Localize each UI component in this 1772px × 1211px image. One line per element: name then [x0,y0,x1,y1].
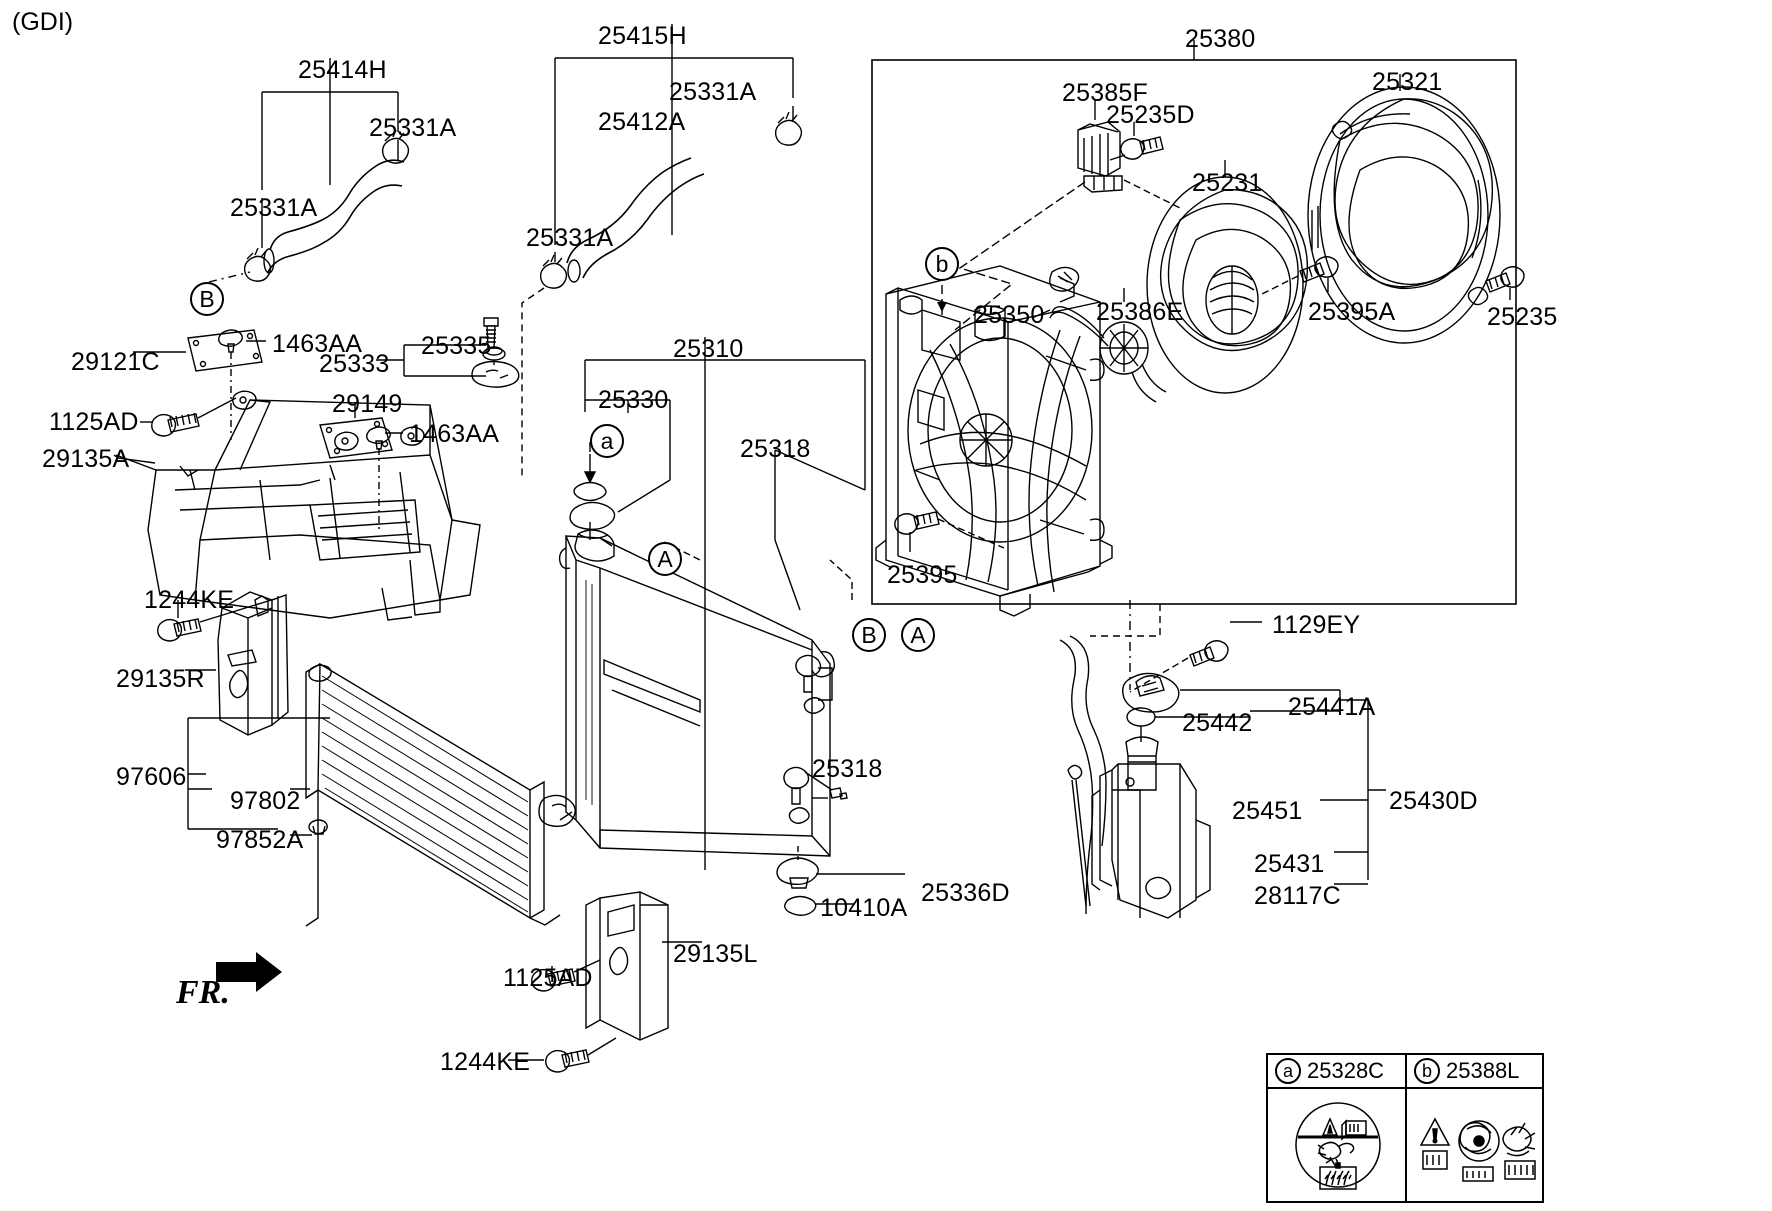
part-callout-97606: 97606 [116,763,187,791]
part-callout-1125AD: 1125AD [503,964,593,992]
part-callout-25331A: 25331A [669,78,757,106]
reference-bubble-a: a [590,424,624,458]
part-callout-25331A: 25331A [230,194,318,222]
part-callout-25331A: 25331A [526,224,614,252]
part-callout-25386E: 25386E [1096,298,1184,326]
part-callout-25231: 25231 [1192,169,1263,197]
reference-bubble-A: A [901,618,935,652]
legend-column-b: b 25388L [1407,1055,1544,1201]
part-callout-25235: 25235 [1487,303,1558,331]
part-callout-1125AD: 1125AD [49,408,139,436]
engine-variant-label: (GDI) [12,8,74,36]
part-callout-25331A: 25331A [369,114,457,142]
legend-column-a: a 25328C [1268,1055,1407,1201]
part-callout-25318: 25318 [740,435,811,463]
part-callout-29135A: 29135A [42,445,130,473]
legend-bubble-a: a [1275,1058,1301,1084]
part-callout-1244KE: 1244KE [144,586,235,614]
part-callout-25415H: 25415H [598,22,687,50]
reference-bubble-B: B [852,618,886,652]
part-callout-28117C: 28117C [1254,882,1341,910]
part-callout-29121C: 29121C [71,348,160,376]
legend-box: a 25328C [1266,1053,1544,1203]
part-callout-29135R: 29135R [116,665,205,693]
front-direction-label: FR. [176,974,230,1011]
part-callout-97852A: 97852A [216,826,304,854]
part-callout-25441A: 25441A [1288,693,1376,721]
reference-bubble-b: b [925,247,959,281]
part-callout-25336D: 25336D [921,879,1010,907]
part-callout-25318: 25318 [812,755,883,783]
part-callout-25330: 25330 [598,386,669,414]
part-callout-25335: 25335 [421,332,492,360]
part-callout-97802: 97802 [230,787,301,815]
part-callout-25321: 25321 [1372,68,1443,96]
reference-bubble-B: B [190,282,224,316]
part-callout-1463AA: 1463AA [409,420,500,448]
fan-warning-label-icon [1407,1089,1544,1201]
coolant-warning-label-icon [1268,1089,1405,1201]
part-callout-25430D: 25430D [1389,787,1478,815]
part-callout-10410A: 10410A [820,894,908,922]
part-callout-1244KE: 1244KE [440,1048,531,1076]
part-callout-1129EY: 1129EY [1272,611,1361,639]
part-callout-25442: 25442 [1182,709,1253,737]
part-callout-25385F: 25385F [1062,79,1148,107]
part-callout-25333: 25333 [319,350,390,378]
reference-bubble-A: A [648,542,682,576]
legend-header-b: b 25388L [1407,1055,1544,1089]
part-callout-29149: 29149 [332,390,403,418]
part-callout-29135L: 29135L [673,940,758,968]
legend-header-a: a 25328C [1268,1055,1405,1089]
part-callout-25395A: 25395A [1308,298,1396,326]
part-callout-25310: 25310 [673,335,744,363]
part-callout-25431: 25431 [1254,850,1325,878]
part-callout-25395: 25395 [887,561,958,589]
part-callout-25451: 25451 [1232,797,1303,825]
part-callout-25412A: 25412A [598,108,686,136]
legend-code-b: 25388L [1446,1058,1520,1083]
part-callout-25380: 25380 [1185,25,1256,53]
legend-code-a: 25328C [1307,1058,1385,1083]
part-callout-25235D: 25235D [1106,101,1195,129]
part-callout-25350: 25350 [974,301,1045,329]
part-callout-1463AA: 1463AA [272,330,363,358]
part-callout-25414H: 25414H [298,56,387,84]
legend-bubble-b: b [1414,1058,1440,1084]
